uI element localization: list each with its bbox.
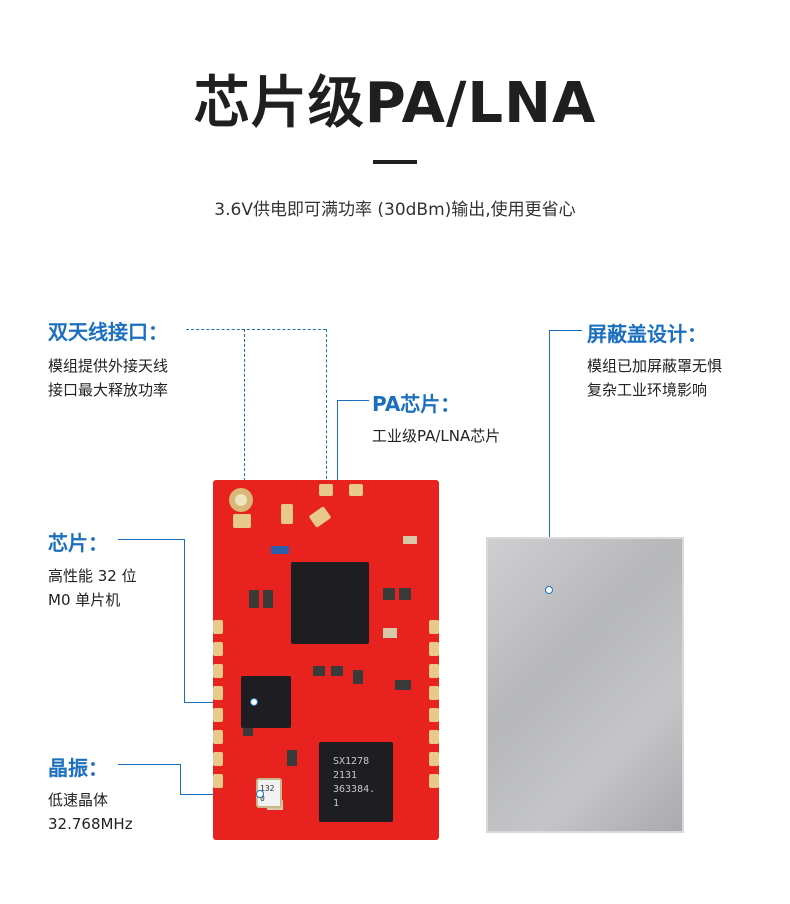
crystal-text-1: 132 [260, 784, 275, 793]
component [383, 628, 397, 638]
component [383, 588, 395, 600]
chip-leader-v [184, 539, 185, 702]
rf-chip-text-4: 1 [333, 798, 340, 809]
pa-chip [291, 562, 369, 644]
label-chip-body-1: 高性能 32 位 [48, 567, 137, 585]
crystal: 132 0 [256, 778, 282, 808]
chip-marker [250, 698, 258, 706]
component [271, 546, 289, 554]
edge-pad [213, 708, 223, 722]
component [313, 666, 325, 676]
antenna-leader-v1 [244, 329, 245, 491]
component [403, 536, 417, 544]
crystal-leader-v [180, 764, 181, 794]
edge-pad [429, 664, 439, 678]
label-shield-body-1: 模组已加屏蔽罩无惧 [587, 357, 723, 375]
edge-pad [429, 774, 439, 788]
component [331, 666, 343, 676]
component [353, 670, 363, 684]
shield-leader-v [549, 330, 550, 588]
component [263, 590, 273, 608]
label-chip-head: 芯片： [48, 531, 108, 555]
edge-pad [429, 730, 439, 744]
label-antenna-body-2: 接口最大释放功率 [48, 381, 169, 399]
antenna-leader-h [186, 329, 326, 330]
antenna-pad [233, 514, 251, 528]
pa-leader-h [337, 400, 369, 401]
edge-pad [429, 708, 439, 722]
pcb-module: SX1278 2131 363384. 1 [213, 480, 439, 840]
edge-pad [429, 620, 439, 634]
edge-pad [213, 686, 223, 700]
shield-leader-h [549, 330, 582, 331]
edge-pad [213, 730, 223, 744]
title-divider [373, 160, 417, 164]
rf-chip-text-3: 363384. [333, 784, 376, 795]
edge-pad [213, 620, 223, 634]
shield-cover [486, 537, 684, 833]
label-pa-body-1: 工业级PA/LNA芯片 [372, 427, 501, 445]
chip-leader-h1 [118, 539, 184, 540]
crystal-leader-h1 [118, 764, 180, 765]
page-title: 芯片级PA/LNA [193, 71, 597, 136]
edge-pad [213, 752, 223, 766]
edge-pad [213, 642, 223, 656]
label-crystal-body-1: 低速晶体 [48, 791, 109, 809]
pad-diag [308, 506, 332, 528]
antenna-connector-2 [319, 484, 333, 496]
crystal-marker [256, 790, 264, 798]
pad-side [281, 504, 293, 524]
mcu-chip [241, 676, 291, 728]
label-chip-body-2: M0 单片机 [48, 591, 121, 609]
component [243, 720, 253, 736]
pad-top [349, 484, 363, 496]
label-antenna-head: 双天线接口： [48, 320, 168, 344]
edge-pad [429, 686, 439, 700]
rf-chip [319, 742, 393, 822]
label-crystal-head: 晶振： [48, 756, 108, 780]
page-subtitle: 3.6V供电即可满功率 (30dBm)输出,使用更省心 [214, 200, 576, 220]
shield-marker [545, 586, 553, 594]
component [287, 750, 297, 766]
component [399, 588, 411, 600]
edge-pad [213, 664, 223, 678]
edge-pad [213, 774, 223, 788]
label-shield-body-2: 复杂工业环境影响 [587, 381, 708, 399]
rf-chip-text-1: SX1278 [333, 756, 370, 767]
component [395, 680, 411, 690]
label-crystal-body-2: 32.768MHz [48, 815, 133, 833]
label-antenna-body-1: 模组提供外接天线 [48, 357, 169, 375]
antenna-connector-1-core [235, 494, 247, 506]
rf-chip-text-2: 2131 [333, 770, 358, 781]
label-shield-head: 屏蔽盖设计： [587, 322, 707, 346]
label-pa-head: PA芯片： [372, 392, 461, 416]
edge-pad [429, 642, 439, 656]
antenna-leader-v2 [326, 329, 327, 489]
edge-pad [429, 752, 439, 766]
component [249, 590, 259, 608]
crystal-text-2: 0 [260, 794, 265, 803]
